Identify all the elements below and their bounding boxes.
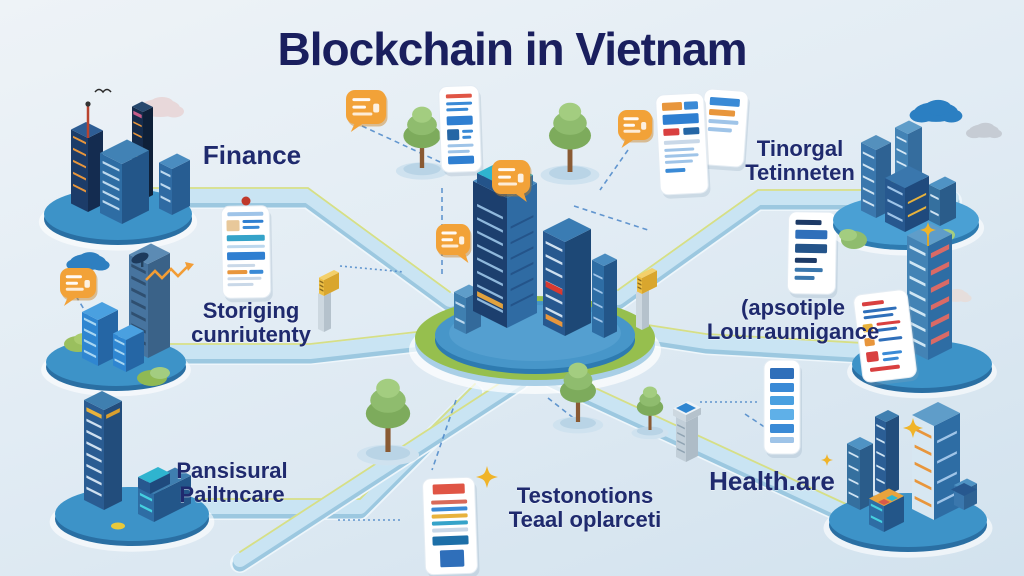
- label-line: Tinorgal: [756, 136, 844, 161]
- sector-label-storage: Storiging cunriutenty: [191, 299, 311, 347]
- tree-icon: [552, 362, 604, 434]
- sector-label-insurance: (apsotiple Lourraumigance: [707, 296, 879, 344]
- label-line: Testonotions: [516, 483, 654, 508]
- tree-icon: [631, 386, 669, 440]
- sector-label-internet: Tinorgal Tetinneten: [745, 137, 855, 185]
- billboard-sign: [318, 270, 339, 332]
- label-line: Lourraumigance: [706, 318, 880, 344]
- sector-label-transactions: Testonotions Teaal oplarceti: [509, 484, 661, 532]
- billboard-sign: [636, 268, 657, 330]
- tree-icon: [356, 378, 420, 466]
- central-hub: [409, 160, 661, 394]
- speech-bubble-icon: [618, 110, 654, 148]
- label-line: Tetinneten: [745, 159, 855, 185]
- cloud-icon: [909, 99, 963, 123]
- cloud-icon: [966, 122, 1002, 139]
- label-line: Pansisural: [176, 458, 288, 483]
- speech-bubble-icon: [346, 90, 388, 132]
- document-card: [438, 85, 484, 177]
- star-icon: [903, 418, 923, 438]
- info-kiosk: [673, 401, 701, 462]
- tree-icon: [395, 106, 449, 180]
- label-line: Pailtncare: [179, 481, 285, 507]
- city-cluster-bottom-left: [49, 391, 215, 552]
- sector-label-finance: Finance: [203, 141, 301, 169]
- label-line: Health.are: [709, 466, 835, 496]
- speech-bubble-icon: [436, 224, 472, 263]
- infographic-title: Blockchain in Vietnam: [277, 23, 748, 75]
- document-card: [763, 359, 802, 458]
- cloud-icon: [66, 252, 110, 271]
- speech-bubble-icon: [60, 268, 98, 306]
- label-line: (apsotiple: [741, 295, 845, 320]
- document-card: [786, 211, 839, 299]
- speech-bubble-icon: [492, 160, 532, 202]
- label-line: Teaal oplarceti: [508, 506, 662, 532]
- zigzag-arrow-icon: [145, 262, 194, 281]
- document-card: [422, 476, 480, 576]
- sector-label-pension: Pansisural Pailtncare: [176, 459, 287, 507]
- label-line: cunriutenty: [191, 321, 311, 347]
- city-cluster-middle-left: [41, 243, 191, 397]
- star-icon: [821, 454, 833, 466]
- city-cluster-top-left: [38, 88, 198, 251]
- document-card: [220, 196, 273, 303]
- document-card: [655, 88, 750, 199]
- city-cluster-bottom-right: [823, 402, 993, 558]
- label-line: Finance: [202, 140, 302, 170]
- label-line: Storiging: [202, 298, 300, 323]
- star-icon: [476, 466, 498, 488]
- tree-icon: [540, 102, 600, 185]
- sector-label-healthcare: Health.are: [709, 467, 835, 495]
- city-cluster-middle-right: [847, 222, 997, 399]
